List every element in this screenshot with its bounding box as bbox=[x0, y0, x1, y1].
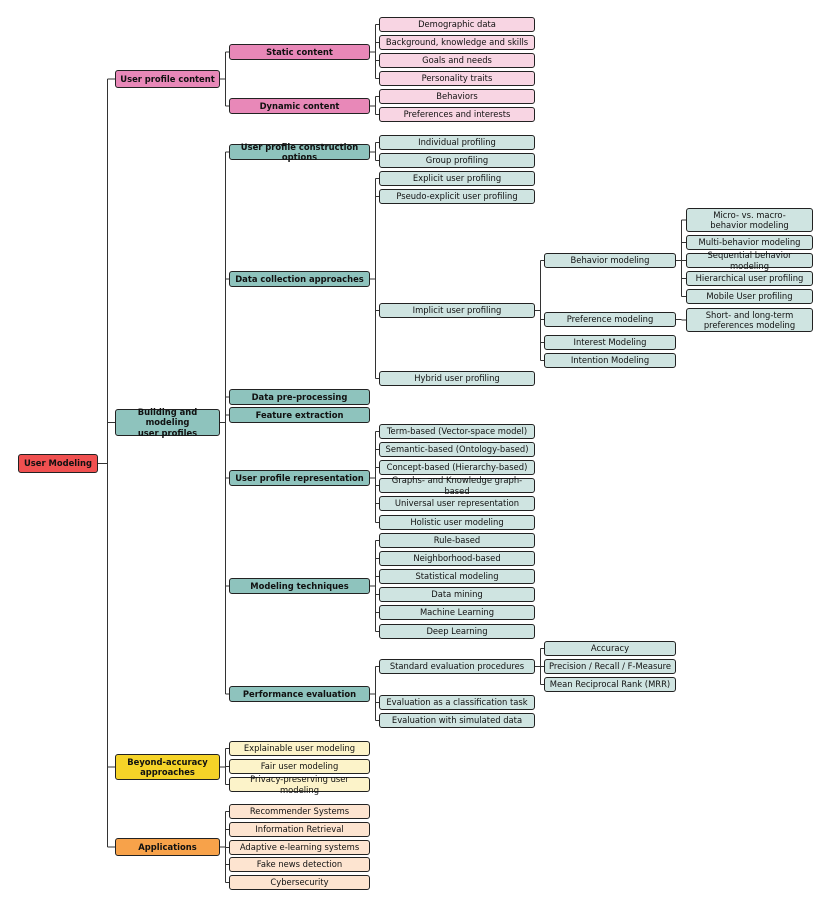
node-explicit-user-profiling: Explicit user profiling bbox=[379, 171, 535, 186]
node-goals-and-needs: Goals and needs bbox=[379, 53, 535, 68]
node-mean-reciprocal-rank: Mean Reciprocal Rank (MRR) bbox=[544, 677, 676, 692]
node-explainable-user-modeling: Explainable user modeling bbox=[229, 741, 370, 756]
node-building-and-modeling-user-profiles: Building and modeling user profiles bbox=[115, 407, 220, 438]
node-data-mining: Data mining bbox=[379, 587, 535, 602]
node-mobile-user-profiling: Mobile User profiling bbox=[686, 289, 813, 304]
node-dynamic-content: Dynamic content bbox=[229, 98, 370, 114]
node-preferences-and-interests: Preferences and interests bbox=[379, 107, 535, 122]
node-user-profile-construction-options: User profile construction options bbox=[229, 142, 370, 162]
node-graphs-and-knowledge-graph-based: Graphs- and Knowledge graph-based bbox=[379, 475, 535, 496]
node-privacy-preserving-user-modeling: Privacy-preserving user modeling bbox=[229, 774, 370, 795]
node-performance-evaluation: Performance evaluation bbox=[229, 686, 370, 702]
node-evaluation-as-classification-task: Evaluation as a classification task bbox=[379, 695, 535, 710]
node-pseudo-explicit-user-profiling: Pseudo-explicit user profiling bbox=[379, 189, 535, 204]
node-hierarchical-user-profiling: Hierarchical user profiling bbox=[686, 271, 813, 286]
node-fair-user-modeling: Fair user modeling bbox=[229, 759, 370, 774]
node-concept-based: Concept-based (Hierarchy-based) bbox=[379, 460, 535, 475]
node-evaluation-with-simulated-data: Evaluation with simulated data bbox=[379, 713, 535, 728]
node-implicit-user-profiling: Implicit user profiling bbox=[379, 303, 535, 318]
node-universal-user-representation: Universal user representation bbox=[379, 496, 535, 511]
node-data-pre-processing: Data pre-processing bbox=[229, 389, 370, 405]
node-data-collection-approaches: Data collection approaches bbox=[229, 271, 370, 287]
node-individual-profiling: Individual profiling bbox=[379, 135, 535, 150]
node-behavior-modeling: Behavior modeling bbox=[544, 253, 676, 268]
node-rule-based: Rule-based bbox=[379, 533, 535, 548]
node-intention-modeling: Intention Modeling bbox=[544, 353, 676, 368]
node-beyond-accuracy-approaches: Beyond-accuracy approaches bbox=[115, 754, 220, 780]
node-demographic-data: Demographic data bbox=[379, 17, 535, 32]
node-multi-behavior-modeling: Multi-behavior modeling bbox=[686, 235, 813, 250]
node-interest-modeling: Interest Modeling bbox=[544, 335, 676, 350]
node-fake-news-detection: Fake news detection bbox=[229, 857, 370, 872]
node-standard-evaluation-procedures: Standard evaluation procedures bbox=[379, 659, 535, 674]
node-adaptive-e-learning-systems: Adaptive e-learning systems bbox=[229, 840, 370, 855]
node-hybrid-user-profiling: Hybrid user profiling bbox=[379, 371, 535, 386]
node-preference-modeling: Preference modeling bbox=[544, 312, 676, 327]
node-short-and-long-term-preferences-modeling: Short- and long-term preferences modelin… bbox=[686, 308, 813, 332]
node-user-profile-content: User profile content bbox=[115, 70, 220, 88]
node-static-content: Static content bbox=[229, 44, 370, 60]
node-precision-recall-f-measure: Precision / Recall / F-Measure bbox=[544, 659, 676, 674]
node-applications: Applications bbox=[115, 838, 220, 856]
node-statistical-modeling: Statistical modeling bbox=[379, 569, 535, 584]
node-cybersecurity: Cybersecurity bbox=[229, 875, 370, 890]
node-user-modeling: User Modeling bbox=[18, 454, 98, 473]
node-semantic-based: Semantic-based (Ontology-based) bbox=[379, 442, 535, 457]
node-holistic-user-modeling: Holistic user modeling bbox=[379, 515, 535, 530]
node-neighborhood-based: Neighborhood-based bbox=[379, 551, 535, 566]
node-user-profile-representation: User profile representation bbox=[229, 470, 370, 486]
node-recommender-systems: Recommender Systems bbox=[229, 804, 370, 819]
node-sequential-behavior-modeling: Sequential behavior modeling bbox=[686, 250, 813, 271]
node-personality-traits: Personality traits bbox=[379, 71, 535, 86]
node-deep-learning: Deep Learning bbox=[379, 624, 535, 639]
node-machine-learning: Machine Learning bbox=[379, 605, 535, 620]
node-feature-extraction: Feature extraction bbox=[229, 407, 370, 423]
node-accuracy: Accuracy bbox=[544, 641, 676, 656]
node-micro-vs-macro-behavior-modeling: Micro- vs. macro- behavior modeling bbox=[686, 208, 813, 232]
node-group-profiling: Group profiling bbox=[379, 153, 535, 168]
node-modeling-techniques: Modeling techniques bbox=[229, 578, 370, 594]
node-information-retrieval: Information Retrieval bbox=[229, 822, 370, 837]
node-behaviors: Behaviors bbox=[379, 89, 535, 104]
node-term-based: Term-based (Vector-space model) bbox=[379, 424, 535, 439]
node-background-knowledge-skills: Background, knowledge and skills bbox=[379, 35, 535, 50]
